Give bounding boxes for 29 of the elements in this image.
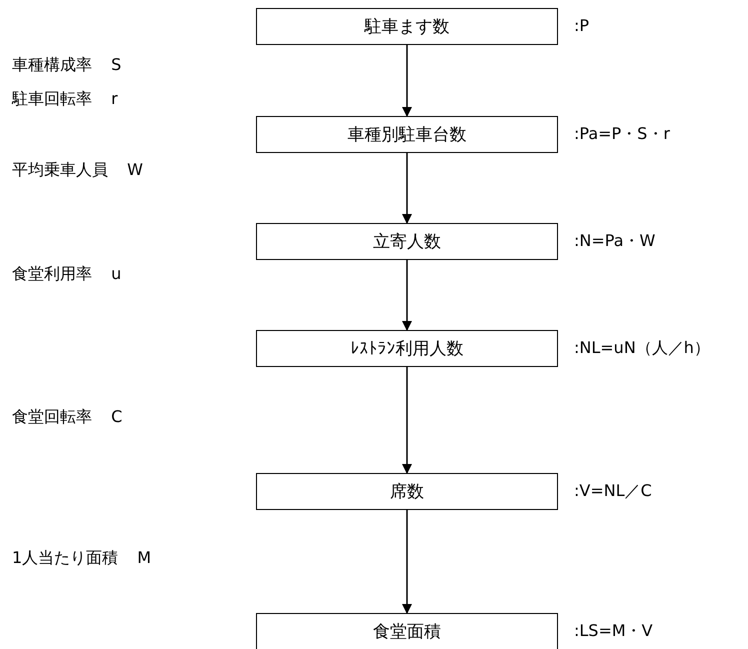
process-box	[256, 8, 558, 45]
process-box	[256, 473, 558, 510]
process-box	[256, 223, 558, 260]
formula-text: :V=NL／C	[574, 481, 652, 502]
parameter-label: 車種構成率 S	[12, 55, 122, 76]
parameter-label: 食堂回転率 C	[12, 407, 122, 428]
box-label: 席数	[390, 481, 424, 503]
box-label: 車種別駐車台数	[348, 124, 466, 146]
parameter-label: 1人当たり面積 M	[12, 548, 152, 569]
parameter-label: 食堂利用率 u	[12, 264, 122, 285]
process-box	[256, 116, 558, 153]
box-label: 駐車ます数	[364, 16, 450, 38]
arrow	[402, 367, 412, 474]
process-box	[256, 330, 558, 367]
parameter-label: 平均乗車人員 W	[12, 160, 143, 181]
process-box	[256, 613, 558, 649]
box-label: 食堂面積	[373, 621, 441, 643]
arrow	[402, 153, 412, 224]
formula-text: :LS=M・V	[574, 621, 653, 642]
arrow	[402, 45, 412, 117]
arrow	[402, 510, 412, 614]
box-label: 立寄人数	[373, 231, 441, 253]
parameter-label: 駐車回転率 r	[12, 89, 118, 110]
formula-text: :Pa=P・S・r	[574, 124, 670, 145]
formula-text: :NL=uN（人／h）	[574, 338, 710, 359]
formula-text: :N=Pa・W	[574, 231, 656, 252]
box-label: ﾚｽﾄﾗﾝ利用人数	[350, 338, 464, 360]
formula-text: :P	[574, 16, 590, 35]
arrow	[402, 260, 412, 331]
